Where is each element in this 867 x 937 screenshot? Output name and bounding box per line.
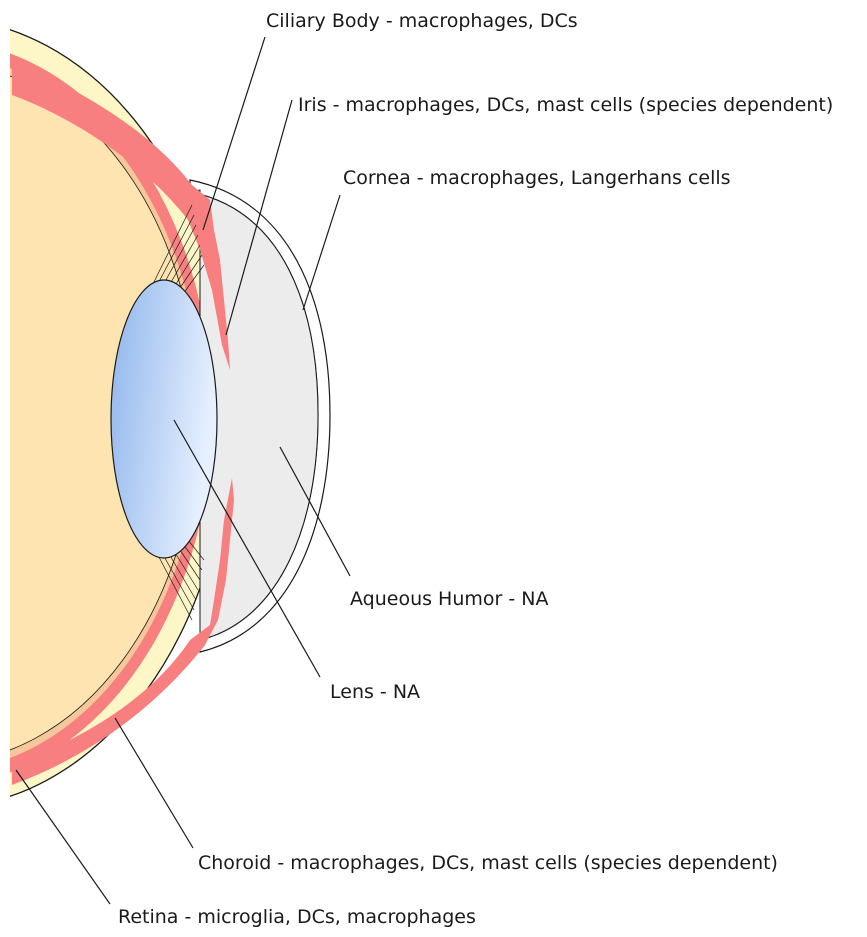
leader-line-choroid (115, 718, 193, 848)
aqueous-humor-label: Aqueous Humor - NA (350, 590, 548, 609)
lens-label: Lens - NA (330, 683, 420, 702)
ciliary-body-label: Ciliary Body - macrophages, DCs (266, 12, 578, 31)
iris-label: Iris - macrophages, DCs, mast cells (spe… (298, 96, 833, 115)
retina-label: Retina - microglia, DCs, macrophages (118, 908, 476, 927)
leader-line-cornea (303, 195, 340, 310)
leader-line-retina (16, 770, 110, 904)
choroid-label: Choroid - macrophages, DCs, mast cells (… (198, 854, 778, 873)
lens (111, 280, 217, 558)
cornea-label: Cornea - macrophages, Langerhans cells (343, 169, 731, 188)
